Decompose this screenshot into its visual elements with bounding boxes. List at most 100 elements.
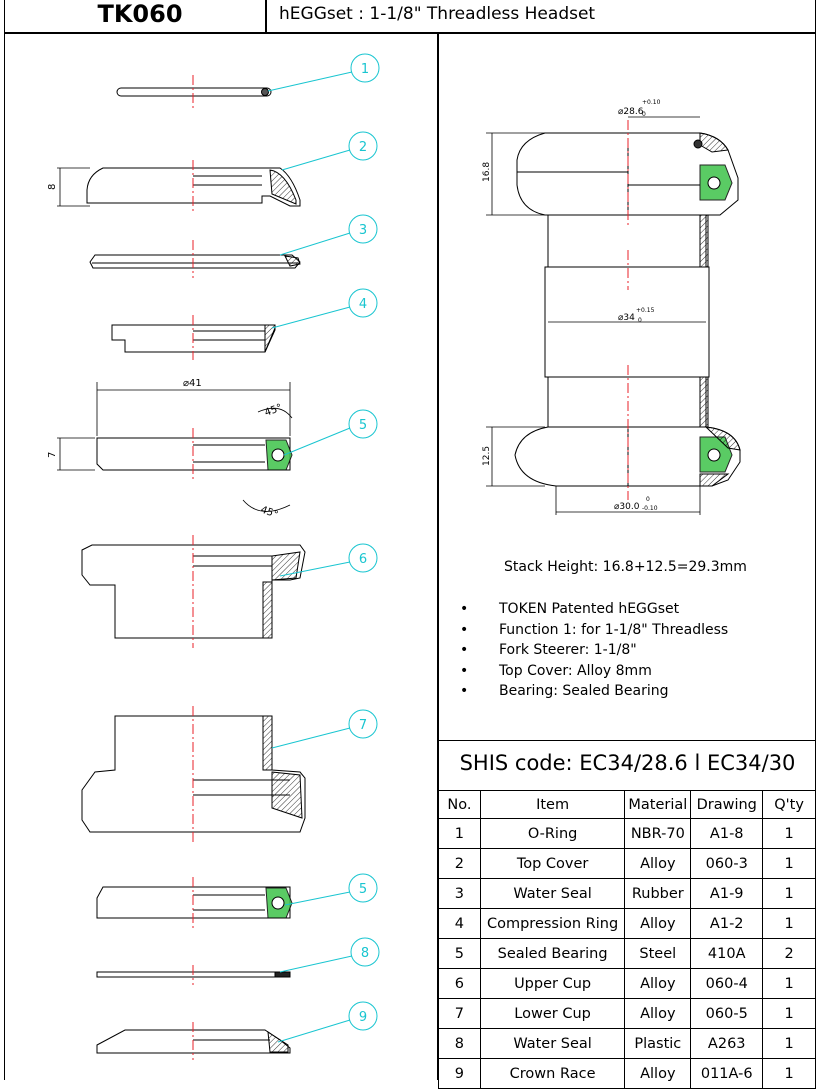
header-separator	[265, 0, 267, 32]
header-drawing: Drawing	[690, 790, 764, 819]
cell-item: Top Cover	[479, 848, 626, 879]
dimension-labels-right: 16.8 12.5 ⌀28.6 +0.10 0 ⌀34 +0.15 0 ⌀30.…	[482, 99, 661, 512]
column-separator	[437, 32, 439, 1080]
part-sealed-bearing-top	[96, 437, 293, 471]
cell-no: 9	[438, 1058, 481, 1089]
cell-item: O-Ring	[479, 818, 626, 849]
product-code: TK060	[97, 0, 183, 28]
cell-drawing: A1-2	[690, 908, 764, 939]
part-o-ring	[116, 87, 272, 97]
cell-qty: 1	[762, 848, 816, 879]
dim-crown-tol-minus: -0.10	[642, 505, 658, 512]
cell-no: 2	[438, 848, 481, 879]
callout-6: 6	[359, 552, 367, 567]
callout-2: 2	[359, 140, 367, 155]
cell-drawing: A1-8	[690, 818, 764, 849]
table-header-row: No. Item Material Drawing Q'ty	[438, 790, 816, 819]
cell-no: 6	[438, 968, 481, 999]
cell-no: 7	[438, 998, 481, 1029]
cell-material: Rubber	[624, 878, 692, 909]
cell-drawing: A263	[690, 1028, 764, 1059]
dim-cup-diameter: ⌀34	[618, 313, 635, 323]
cell-drawing: 410A	[690, 938, 764, 969]
cell-item: Crown Race	[479, 1058, 626, 1089]
header-material: Material	[624, 790, 692, 819]
cell-item: Lower Cup	[479, 998, 626, 1029]
dim-steerer-diameter: ⌀28.6	[618, 107, 644, 117]
dim-steerer-tol-plus: +0.10	[642, 99, 661, 106]
shis-code: SHIS code: EC34/28.6 l EC34/30	[438, 740, 816, 790]
cell-qty: 1	[762, 1028, 816, 1059]
cell-qty: 1	[762, 878, 816, 909]
cell-item: Compression Ring	[479, 908, 626, 939]
cell-drawing: 060-5	[690, 998, 764, 1029]
callout-9: 9	[359, 1010, 367, 1025]
part-top-cover	[86, 167, 301, 207]
callout-1: 1	[361, 62, 369, 77]
cell-no: 1	[438, 818, 481, 849]
cell-qty: 1	[762, 908, 816, 939]
feature-item: Bearing: Sealed Bearing	[458, 681, 728, 702]
cell-qty: 1	[762, 1058, 816, 1089]
callout-8: 8	[361, 946, 369, 961]
header-qty: Q'ty	[762, 790, 816, 819]
drawing-frame	[4, 0, 816, 1080]
cell-material: Alloy	[624, 908, 692, 939]
callout-7: 7	[359, 718, 367, 733]
cell-material: Alloy	[624, 998, 692, 1029]
callout-3: 3	[359, 223, 367, 238]
header-divider	[4, 32, 816, 34]
cell-no: 8	[438, 1028, 481, 1059]
dimension-lines-right	[486, 116, 706, 515]
cell-no: 5	[438, 938, 481, 969]
cell-drawing: 011A-6	[690, 1058, 764, 1089]
cell-material: Plastic	[624, 1028, 692, 1059]
cell-material: Steel	[624, 938, 692, 969]
feature-item: Function 1: for 1-1/8" Threadless	[458, 620, 728, 641]
cell-material: NBR-70	[624, 818, 692, 849]
dim-steerer-tol-minus: 0	[642, 111, 646, 118]
dim-bearing-diameter: ⌀41	[183, 378, 202, 389]
callout-numbers: 1 2 3 4 5 6 7 5 8 9	[359, 62, 369, 1025]
part-water-seal	[89, 254, 301, 269]
cell-qty: 1	[762, 818, 816, 849]
dim-top-cover-height: 8	[47, 184, 58, 190]
cell-qty: 1	[762, 968, 816, 999]
callout-4: 4	[359, 297, 367, 312]
cell-material: Alloy	[624, 1058, 692, 1089]
header-no: No.	[438, 790, 481, 819]
dim-crown-tol-plus: 0	[646, 496, 650, 503]
cell-no: 3	[438, 878, 481, 909]
dim-angle-bottom: 45°	[259, 504, 279, 520]
dim-cup-tol-plus: +0.15	[636, 307, 655, 314]
dimension-lines-left	[57, 167, 293, 512]
feature-item: TOKEN Patented hEGGset	[458, 599, 728, 620]
cell-drawing: 060-4	[690, 968, 764, 999]
part-compression-ring	[111, 324, 276, 353]
cell-material: Alloy	[624, 968, 692, 999]
dim-cup-tol-minus: 0	[638, 317, 642, 324]
dim-stack-bottom: 12.5	[482, 446, 492, 466]
cell-qty: 1	[762, 998, 816, 1029]
cell-item: Water Seal	[479, 1028, 626, 1059]
cell-drawing: A1-9	[690, 878, 764, 909]
cell-item: Sealed Bearing	[479, 938, 626, 969]
dim-crown-diameter: ⌀30.0	[614, 502, 640, 512]
cell-item: Water Seal	[479, 878, 626, 909]
header-item: Item	[479, 790, 626, 819]
cell-drawing: 060-3	[690, 848, 764, 879]
callout-5-top: 5	[359, 418, 367, 433]
dim-bearing-height: 7	[47, 452, 58, 458]
product-title: hEGGset : 1-1/8" Threadless Headset	[279, 4, 596, 24]
feature-item: Top Cover: Alloy 8mm	[458, 661, 728, 682]
feature-list: TOKEN Patented hEGGset Function 1: for 1…	[458, 599, 728, 702]
